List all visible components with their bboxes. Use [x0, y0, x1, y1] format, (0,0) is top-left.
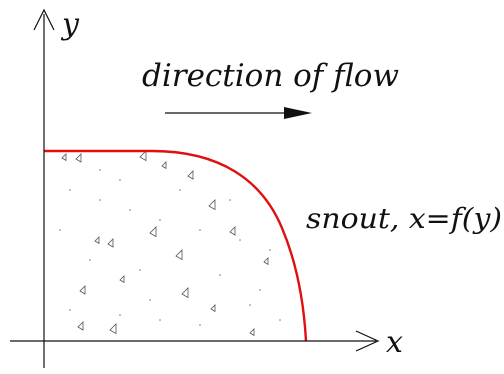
speckle-dot [149, 299, 151, 301]
snout-curve [44, 149, 308, 342]
speckle-triangle [79, 285, 86, 295]
speckle-dot [159, 219, 161, 221]
speckle-triangle [77, 321, 84, 331]
speckle-dot [89, 259, 91, 261]
x-axis-arrowhead [355, 330, 380, 352]
speckle-dot [239, 239, 241, 241]
speckle-triangle [229, 226, 236, 236]
speckle-dot [229, 199, 231, 201]
speckle-dot [69, 309, 71, 311]
speckle-dot [199, 229, 201, 231]
debris-speckle-fill [59, 150, 281, 337]
speckle-triangle [161, 161, 167, 170]
speckle-triangle [187, 170, 194, 180]
speckle-dot [139, 269, 141, 271]
speckle-triangle [263, 257, 269, 266]
speckle-triangle [149, 226, 157, 238]
speckle-dot [259, 289, 261, 291]
speckle-triangle [181, 287, 189, 299]
speckle-triangle [61, 153, 67, 162]
speckle-dot [279, 319, 281, 321]
y-axis-arrowhead [33, 8, 55, 31]
speckle-dot [199, 324, 201, 326]
speckle-dot [99, 169, 101, 171]
speckle-dot [219, 274, 221, 276]
speckle-dot [69, 189, 71, 191]
speckle-dot [159, 319, 161, 321]
speckle-triangle [94, 236, 100, 245]
speckle-dot [249, 304, 251, 306]
speckle-triangle [107, 238, 114, 248]
speckle-dot [129, 209, 131, 211]
speckle-triangle [75, 153, 82, 163]
speckle-triangle [210, 304, 216, 313]
snout-label: snout, x=f(y) [306, 202, 502, 235]
speckle-triangle [175, 249, 183, 261]
flow-direction-label: direction of flow [142, 58, 399, 94]
speckle-triangle [119, 275, 125, 284]
y-axis-label: y [60, 7, 80, 42]
speckle-dot [269, 249, 271, 251]
x-axis-label: x [386, 325, 403, 360]
speckle-triangle [139, 150, 147, 162]
speckle-triangle [249, 328, 255, 337]
speckle-dot [119, 179, 121, 181]
flow-arrowhead [284, 107, 312, 119]
speckle-dot [119, 314, 121, 316]
speckle-triangle [208, 199, 216, 211]
speckle-dot [99, 199, 101, 201]
speckle-dot [179, 189, 181, 191]
speckle-dot [59, 229, 61, 231]
speckle-triangle [109, 323, 117, 335]
